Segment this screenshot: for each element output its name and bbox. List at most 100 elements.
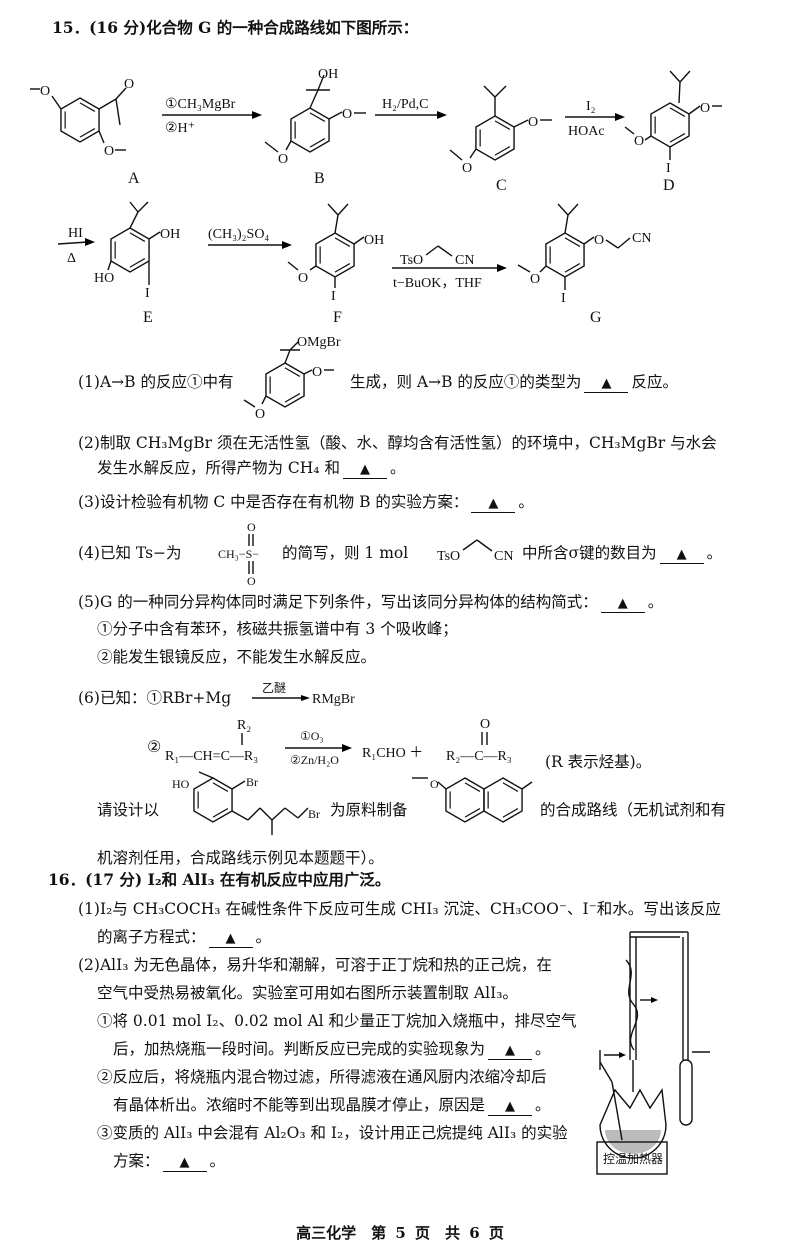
compound-label: A — [128, 170, 140, 187]
double-bond — [212, 808, 229, 818]
atom-label: OH — [318, 67, 338, 82]
compound-label: E — [143, 309, 153, 326]
atom-label: O — [124, 77, 134, 92]
molecule-c: O O C — [449, 85, 552, 194]
q15-part4-post: 中所含σ键的数目为▲。 — [522, 543, 722, 564]
heater-label: 控温加热器 — [603, 1152, 663, 1166]
arrow-a-to-b: ①CH₃MgBr ②H⁺ — [162, 97, 262, 136]
answer-blank[interactable]: ▲ — [488, 1043, 533, 1060]
atom-label: O — [594, 233, 604, 248]
q16-part2-line1: (2)AlI₃ 为无色晶体，易升华和潮解，可溶于正丁烷和热的正己烷，在 — [78, 956, 552, 974]
reagent-label: CN — [455, 253, 474, 268]
atom-label: O — [430, 777, 439, 791]
atom-label: I — [145, 286, 150, 301]
molecule-d: O O I D — [624, 70, 722, 194]
double-bond — [334, 263, 351, 273]
ketone-formula: R₂—C—R₃ — [446, 749, 512, 764]
molecule-g: O CN O I G — [517, 203, 651, 326]
atom-label: HO — [94, 271, 114, 286]
period: 。 — [647, 593, 664, 611]
q15-part1-post: 反应。 — [631, 373, 678, 391]
arrow-d-to-e: HI Δ — [57, 226, 95, 266]
q16-step2-line1: ②反应后，将烧瓶内混合物过滤，所得滤液在通风厨内浓缩冷却后 — [97, 1068, 547, 1086]
question-15-title: 15．(16 分)化合物 G 的一种合成路线如下图所示： — [52, 18, 419, 37]
r2-label: R₂ — [237, 718, 251, 733]
period: 。 — [518, 493, 534, 511]
molecule-f: OH O I F — [287, 203, 384, 326]
atom-label: O — [312, 365, 322, 380]
period: 。 — [535, 1040, 551, 1058]
atom-label: O — [342, 107, 352, 122]
double-bond — [309, 112, 326, 122]
rmgbr-label: RMgBr — [312, 692, 355, 707]
benzene-ring — [650, 102, 690, 148]
double-bond — [212, 782, 229, 792]
compound-label: G — [590, 309, 602, 326]
q15-part5-condition-1: ①分子中含有苯环，核磁共振氢谱中有 3 个吸收峰； — [97, 620, 458, 638]
answer-blank[interactable]: ▲ — [584, 376, 629, 393]
answer-blank[interactable]: ▲ — [488, 1099, 533, 1116]
q16-part2-line2: 空气中受热易被氧化。实验室可用如右图所示装置制取 AlI₃。 — [97, 984, 518, 1002]
q15-part6-note: (R 表示烃基)。 — [545, 753, 652, 771]
double-bond — [494, 146, 511, 156]
reagent-label: ②Zn/H₂O — [290, 753, 339, 767]
q15-part4-mid: 的简写，则 1 mol — [282, 544, 409, 562]
answer-blank[interactable]: ▲ — [471, 496, 516, 513]
arrow-f-to-g: TsO CN t−BuOK，THF — [392, 245, 507, 291]
starting-material: HO Br Br — [172, 771, 320, 835]
answer-blank[interactable]: ▲ — [600, 596, 645, 613]
reagent-label: HOAc — [568, 124, 605, 139]
q15-part1: 生成，则 A→B 的反应①的类型为▲反应。 — [350, 372, 678, 393]
compound-label: D — [663, 177, 675, 194]
double-bond — [129, 232, 146, 242]
q16-part1-line2: 的离子方程式：▲。 — [97, 927, 271, 948]
atom-label: O — [298, 271, 308, 286]
page-footer: 高三化学 第 5 页 共 6 页 — [296, 1224, 504, 1242]
q16-step2-text: 有晶体析出。浓缩时不能等到出现晶膜才停止，原因是 — [113, 1096, 486, 1114]
answer-blank[interactable]: ▲ — [162, 1155, 207, 1172]
answer-blank[interactable]: ▲ — [659, 547, 704, 564]
known-reaction-1: 乙醚 RMgBr — [252, 681, 355, 707]
compound-label: B — [314, 170, 325, 187]
benzene-ring — [475, 115, 515, 161]
q16-step1-line2: 后，加热烧瓶一段时间。判断反应已完成的实验现象为▲。 — [113, 1039, 551, 1060]
target-product: O — [412, 777, 533, 823]
benzene-ring — [315, 232, 355, 278]
tso-cn-formula: TsO CN — [437, 539, 513, 564]
q16-step2-line2: 有晶体析出。浓缩时不能等到出现晶膜才停止，原因是▲。 — [113, 1095, 551, 1116]
apparatus-diagram: 控温加热器 — [596, 931, 710, 1175]
period: 。 — [255, 928, 272, 946]
q15-part6-design-post: 的合成路线（无机试剂和有 — [540, 801, 727, 819]
double-bond — [564, 237, 581, 247]
atom-label: O — [634, 134, 644, 149]
alkene-formula: R₁—CH=C—R₃ — [165, 749, 258, 764]
double-bond — [464, 782, 481, 792]
double-bond — [129, 258, 146, 268]
double-bond — [79, 102, 96, 112]
double-bond — [284, 367, 301, 377]
answer-blank[interactable]: ▲ — [208, 931, 253, 948]
sulfonyl-formula-text: CH₃−S− — [218, 547, 259, 561]
molecule-e: OH HO I E — [94, 201, 180, 326]
q15-part1-pre: (1)A→B 的反应①中有 — [78, 373, 234, 391]
reagent-label: t−BuOK，THF — [393, 276, 482, 291]
double-bond — [309, 138, 326, 148]
reagent-label: TsO — [400, 253, 423, 268]
q15-part1-text: 生成，则 A→B 的反应①的类型为 — [350, 373, 582, 391]
q15-part6-design-mid: 为原料制备 — [330, 801, 408, 819]
q15-part5-condition-2: ②能发生银镜反应，不能发生水解反应。 — [97, 648, 377, 666]
q16-step3-line2: 方案：▲。 — [113, 1151, 225, 1172]
reagent-label: ①O₃ — [300, 729, 324, 743]
q15-part5-text: (5)G 的一种同分异构体同时满足下列条件，写出该同分异构体的结构简式： — [78, 593, 598, 611]
benzene-ring — [545, 232, 585, 278]
answer-blank[interactable]: ▲ — [342, 462, 387, 479]
atom-label: I — [331, 289, 336, 304]
period: 。 — [706, 544, 723, 562]
atom-label: O — [462, 161, 472, 176]
atom-label: I — [561, 291, 566, 306]
atom-label: O — [247, 574, 256, 588]
cn-label: CN — [494, 549, 513, 564]
q16-step1-line1: ①将 0.01 mol I₂、0.02 mol Al 和少量正丁烷加入烧瓶中，排… — [97, 1012, 577, 1030]
q16-part1-text: 的离子方程式： — [97, 928, 206, 946]
